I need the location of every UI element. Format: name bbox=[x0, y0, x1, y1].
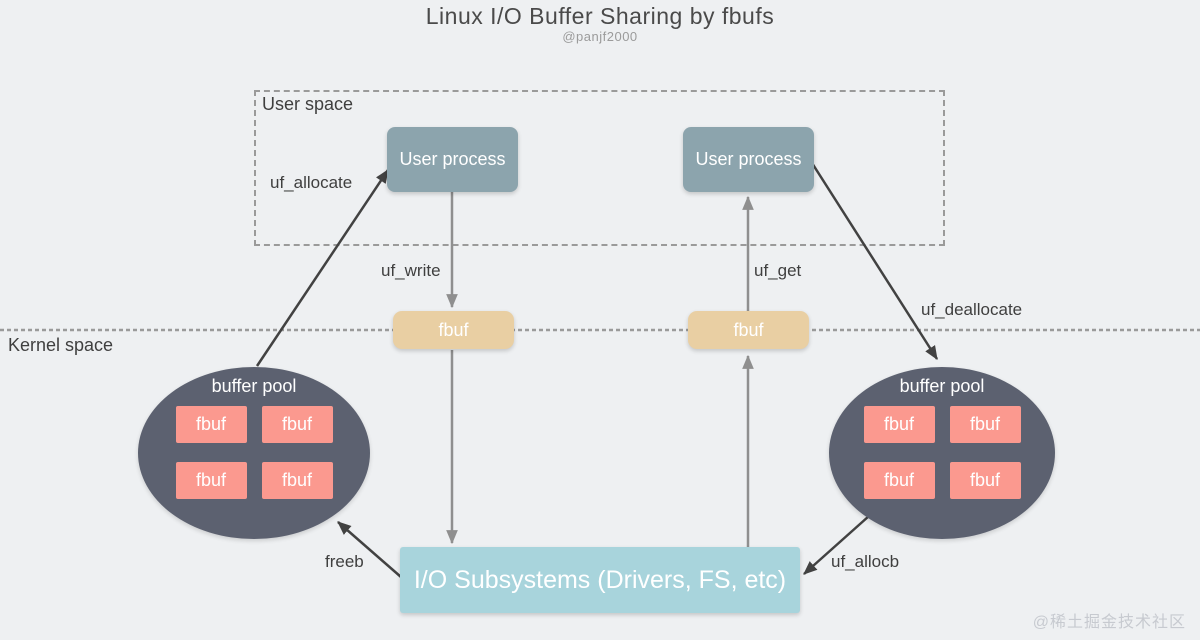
pool-fbuf: fbuf bbox=[949, 462, 1021, 499]
freeb-arrow bbox=[337, 521, 402, 578]
buffer-pool-right-node: buffer pool fbuf fbuf fbuf fbuf bbox=[829, 367, 1055, 539]
uf-allocate-label: uf_allocate bbox=[270, 173, 353, 192]
diagram-author: @panjf2000 bbox=[562, 29, 638, 44]
diagram-title: Linux I/O Buffer Sharing by fbufs bbox=[425, 3, 775, 29]
user-space-region bbox=[254, 90, 945, 246]
uf-allocb-arrow bbox=[803, 515, 870, 575]
pool-fbuf: fbuf bbox=[949, 406, 1021, 443]
user-process-right-label: User process bbox=[695, 149, 802, 169]
buffer-pool-left-grid: fbuf fbuf fbuf fbuf bbox=[175, 406, 333, 499]
uf-allocb-label: uf_allocb bbox=[831, 552, 900, 571]
fbuf-left-label: fbuf bbox=[438, 319, 469, 340]
uf-deallocate-arrow bbox=[810, 162, 939, 360]
buffer-pool-left-node: buffer pool fbuf fbuf fbuf fbuf bbox=[138, 367, 370, 539]
pool-fbuf: fbuf bbox=[261, 462, 333, 499]
watermark: @稀土掘金技术社区 bbox=[1032, 614, 1186, 631]
uf-deallocate-label: uf_deallocate bbox=[921, 300, 1023, 319]
buffer-pool-right-label: buffer pool bbox=[899, 376, 985, 396]
user-process-left-node: User process bbox=[387, 127, 518, 192]
fbuf-left-node: fbuf bbox=[393, 311, 514, 349]
io-subsystems-node: I/O Subsystems (Drivers, FS, etc) bbox=[400, 547, 800, 613]
io-subsystems-label: I/O Subsystems (Drivers, FS, etc) bbox=[413, 565, 787, 594]
pool-fbuf: fbuf bbox=[863, 406, 935, 443]
kernel-space-label: Kernel space bbox=[8, 335, 114, 355]
user-process-left-label: User process bbox=[399, 149, 506, 169]
uf-get-label: uf_get bbox=[754, 261, 802, 280]
buffer-pool-right-grid: fbuf fbuf fbuf fbuf bbox=[863, 406, 1021, 499]
freeb-label: freeb bbox=[325, 552, 364, 571]
uf-allocate-arrow bbox=[255, 169, 390, 367]
fbuf-right-label: fbuf bbox=[733, 319, 764, 340]
pool-fbuf: fbuf bbox=[175, 406, 247, 443]
pool-fbuf: fbuf bbox=[175, 462, 247, 499]
buffer-pool-left-label: buffer pool bbox=[211, 376, 297, 396]
user-process-right-node: User process bbox=[683, 127, 814, 192]
uf-write-label: uf_write bbox=[381, 261, 441, 280]
fbuf-right-node: fbuf bbox=[688, 311, 809, 349]
pool-fbuf: fbuf bbox=[261, 406, 333, 443]
pool-fbuf: fbuf bbox=[863, 462, 935, 499]
user-space-label: User space bbox=[262, 94, 354, 114]
